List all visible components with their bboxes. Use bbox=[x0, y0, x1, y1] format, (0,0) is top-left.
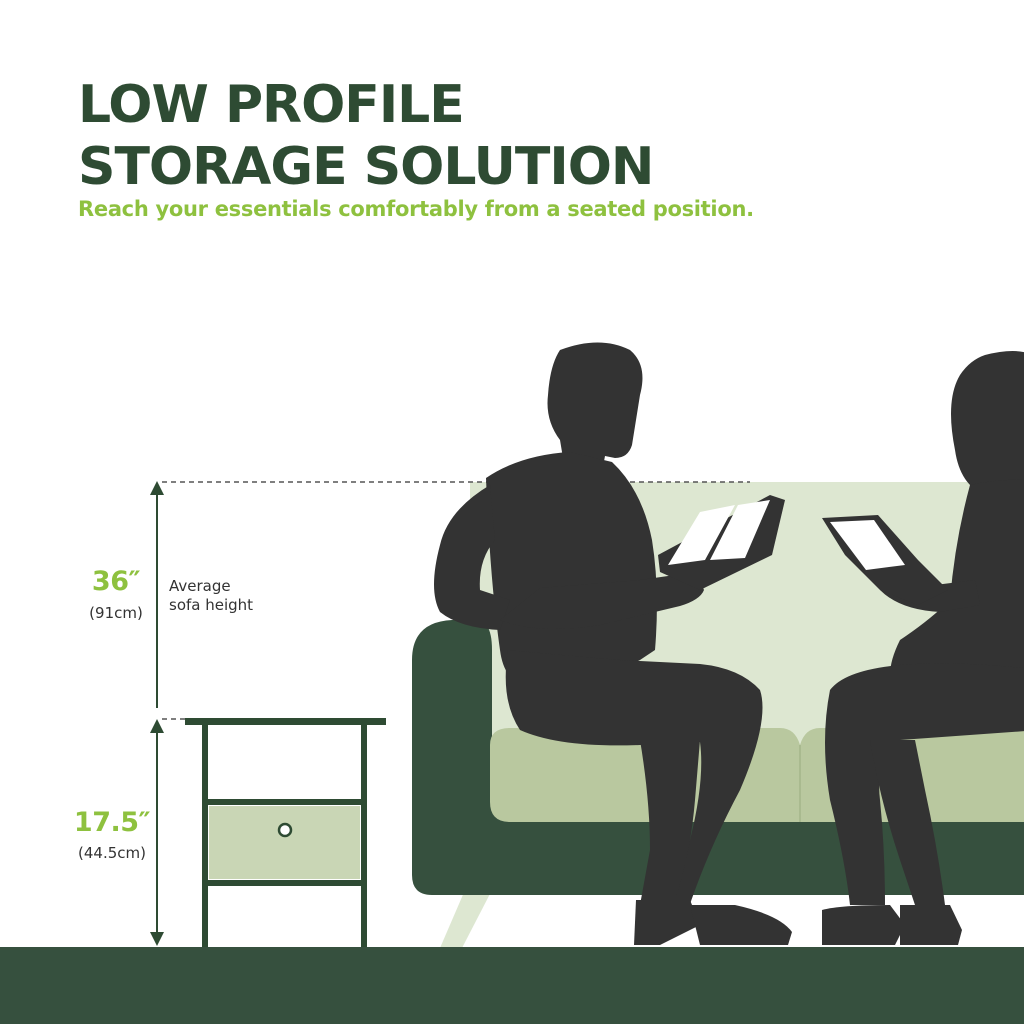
arrow-down-icon bbox=[150, 932, 164, 946]
headline-line-2: STORAGE SOLUTION bbox=[78, 137, 654, 197]
woman-book bbox=[830, 520, 905, 570]
table-drawer bbox=[209, 806, 360, 879]
drawer-knob-icon bbox=[277, 822, 293, 838]
headline-line-1: LOW PROFILE bbox=[78, 75, 465, 135]
sofa-height-caption: Average sofa height bbox=[169, 577, 253, 615]
table-height-metric: (44.5cm) bbox=[78, 844, 146, 862]
sofa-height-caption-line-1: Average bbox=[169, 577, 231, 595]
arrow-up-icon bbox=[150, 719, 164, 733]
headline: LOW PROFILE STORAGE SOLUTION bbox=[78, 74, 654, 198]
table-height-imperial: 17.5″ bbox=[73, 807, 151, 838]
arrow-up-icon bbox=[150, 481, 164, 495]
sofa-height-metric: (91cm) bbox=[89, 604, 143, 622]
end-table bbox=[185, 718, 386, 947]
sofa-leg bbox=[440, 890, 492, 948]
sofa-height-caption-line-2: sofa height bbox=[169, 596, 254, 614]
man-book bbox=[668, 500, 770, 565]
sofa-height-imperial: 36″ bbox=[91, 566, 141, 597]
floor bbox=[0, 947, 1024, 1024]
woman-silhouette bbox=[822, 351, 1024, 945]
subheadline: Reach your essentials comfortably from a… bbox=[78, 197, 754, 221]
